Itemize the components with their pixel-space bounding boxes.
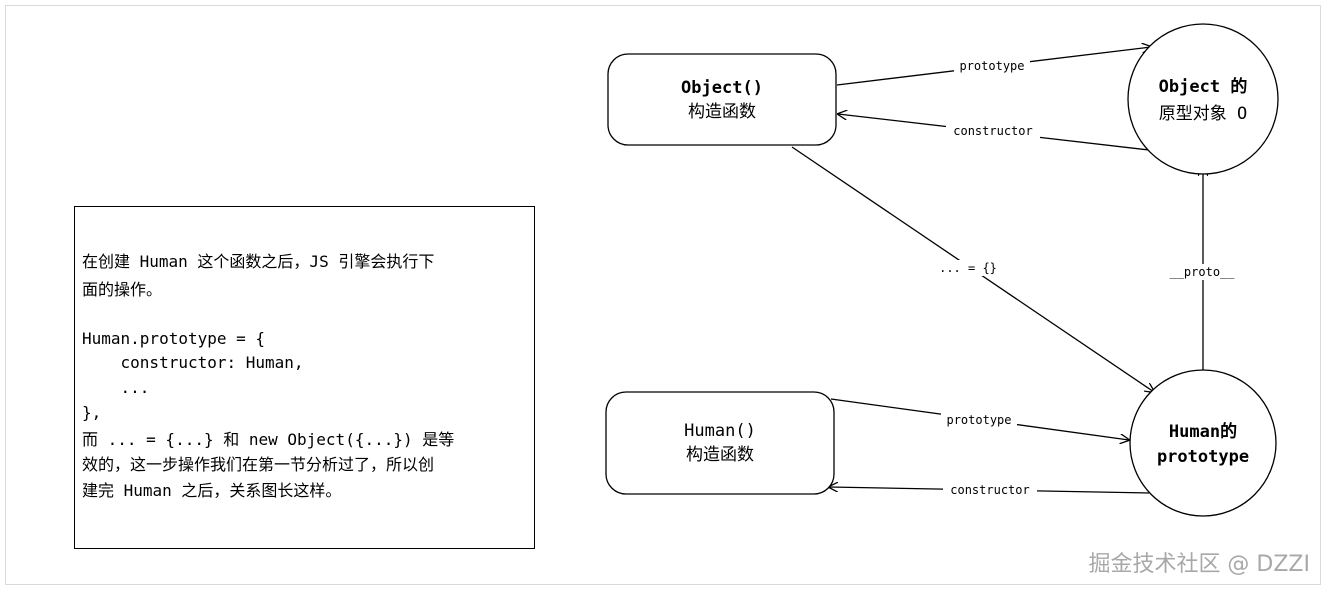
watermark: 掘金技术社区 @ DZZI — [1088, 552, 1310, 577]
edge-object-constructor: constructor — [838, 114, 1150, 151]
node-label: 构造函数 — [688, 102, 756, 122]
edge-label-prototype: prototype — [959, 59, 1024, 73]
edge-human-prototype: prototype — [830, 398, 1129, 440]
node-label: Human() — [684, 421, 756, 441]
node-human-constructor: Human() 构造函数 — [605, 391, 835, 495]
edge-label-proto: __proto__ — [1169, 265, 1235, 279]
node-object-prototype: Object 的 原型对象 O — [1127, 23, 1279, 175]
edge-label-constructor: constructor — [950, 483, 1029, 497]
node-label: 原型对象 O — [1159, 104, 1247, 124]
diagram-frame — [5, 5, 1321, 585]
edge-label-object-literal: ... = {} — [939, 261, 997, 275]
note-line: 而 ... = {...} 和 new Object({...}) 是等 — [82, 430, 455, 449]
note-code-line: constructor: Human, — [82, 353, 304, 372]
node-label: Object 的 — [1159, 76, 1248, 97]
note-code-line: }, — [82, 403, 102, 422]
node-label: prototype — [1157, 447, 1249, 467]
edge-label-constructor: constructor — [953, 124, 1032, 138]
note-line: 面的操作。 — [82, 280, 163, 299]
node-label: Object() — [681, 78, 763, 98]
edge-object-new: ... = {} — [791, 146, 1154, 392]
edge-object-prototype: prototype — [836, 47, 1151, 86]
node-label: Human的 — [1169, 421, 1237, 442]
edge-label-prototype: prototype — [946, 413, 1011, 427]
node-object-constructor: Object() 构造函数 — [607, 53, 837, 146]
note-line: 效的，这一步操作我们在第一节分析过了，所以创 — [82, 455, 435, 474]
note-line: 在创建 Human 这个函数之后，JS 引擎会执行下 — [82, 252, 435, 271]
node-label: 构造函数 — [686, 445, 754, 465]
node-human-prototype: Human的 prototype — [1129, 369, 1277, 517]
explanation-box: 在创建 Human 这个函数之后，JS 引擎会执行下 面的操作。 Human.p… — [74, 206, 535, 549]
edge-human-constructor: constructor — [829, 483, 1150, 497]
note-code-line: Human.prototype = { — [82, 329, 266, 348]
note-line: 建完 Human 之后，关系图长这样。 — [82, 481, 342, 500]
edge-proto-link: __proto__ — [1162, 167, 1242, 370]
note-code-line: ... — [82, 378, 150, 397]
